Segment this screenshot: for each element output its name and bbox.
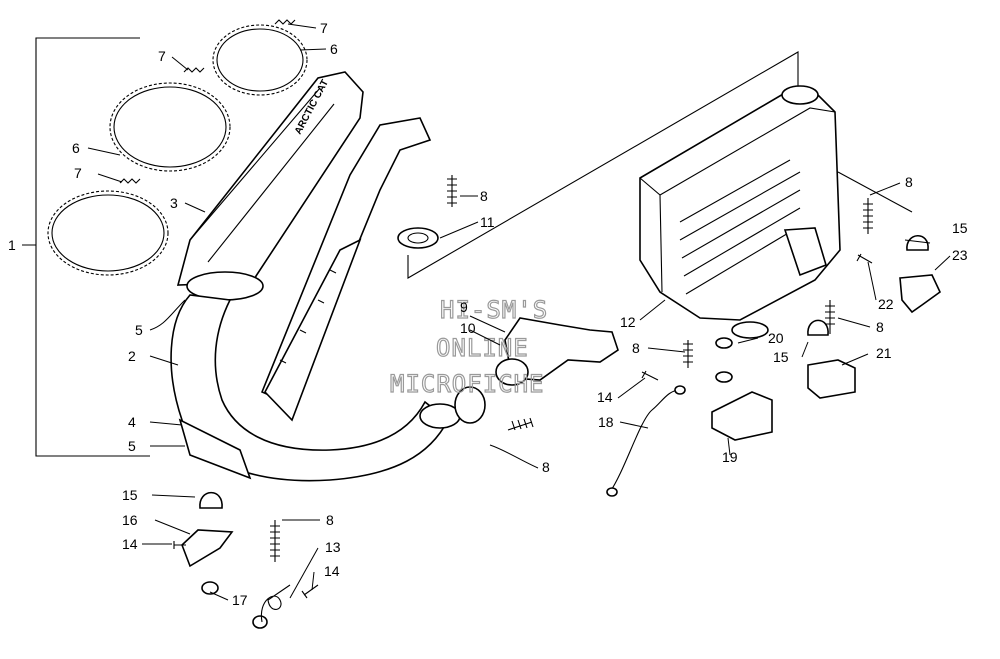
rubber-bumper-right-top xyxy=(906,234,929,251)
exhaust-seal-ring xyxy=(397,227,439,249)
nut-17 xyxy=(201,581,219,595)
callout-5b: 5 xyxy=(128,438,136,454)
callout-14b: 14 xyxy=(324,563,340,579)
spring-8b xyxy=(507,417,534,431)
callout-7c: 7 xyxy=(74,165,82,181)
rubber-bumper-right-mid xyxy=(807,319,829,336)
callout-8c: 8 xyxy=(326,512,334,528)
callout-8a: 8 xyxy=(480,188,488,204)
callout-4: 4 xyxy=(128,414,136,430)
assembly-bracket xyxy=(35,37,150,457)
ground-cable-18 xyxy=(609,389,681,493)
manifold-gasket xyxy=(454,386,486,424)
callout-22: 22 xyxy=(878,296,894,312)
callout-11: 11 xyxy=(480,214,495,230)
spring-middle xyxy=(183,67,205,73)
washer-20b xyxy=(715,371,733,383)
callout-15a: 15 xyxy=(122,487,138,503)
callout-10: 10 xyxy=(460,320,476,336)
spring-lower xyxy=(119,178,141,184)
callout-18: 18 xyxy=(598,414,614,430)
callout-1: 1 xyxy=(8,237,16,253)
bolt-14c xyxy=(641,370,659,381)
silencer-phantom-lines xyxy=(407,51,913,279)
spring-8a xyxy=(447,175,457,207)
callout-9: 9 xyxy=(460,299,468,315)
callout-7b: 7 xyxy=(158,48,166,64)
spring-8f xyxy=(825,300,835,334)
callout-14a: 14 xyxy=(122,536,138,552)
callout-16: 16 xyxy=(122,512,138,528)
callout-17: 17 xyxy=(232,592,248,608)
callout-13: 13 xyxy=(325,539,341,555)
bracket-16 xyxy=(181,529,234,568)
clamp-ring-lower xyxy=(47,190,169,276)
callout-21: 21 xyxy=(876,345,892,361)
callout-8e: 8 xyxy=(905,174,913,190)
callout-6b: 6 xyxy=(72,140,80,156)
washer-20a xyxy=(715,337,733,349)
bolt-14b xyxy=(301,584,319,599)
callout-20: 20 xyxy=(768,330,784,346)
silencer xyxy=(639,85,841,339)
bracket-19 xyxy=(711,391,773,441)
callout-6a: 6 xyxy=(330,41,338,57)
leader-lines xyxy=(22,23,951,601)
spring-8d xyxy=(683,340,693,368)
cable-13 xyxy=(260,584,291,623)
manifold xyxy=(495,317,619,386)
callout-15b: 15 xyxy=(952,220,968,236)
spring-8e xyxy=(863,198,873,234)
callout-8d: 8 xyxy=(632,340,640,356)
rubber-bumper-left xyxy=(199,491,223,509)
callout-8f: 8 xyxy=(876,319,884,335)
clamp-ring-middle xyxy=(109,82,231,172)
callout-7a: 7 xyxy=(320,20,328,36)
nut-17b xyxy=(252,615,268,629)
bolt-22 xyxy=(856,253,873,264)
watermark-line-3: MICROFICHE xyxy=(390,370,545,398)
callout-23: 23 xyxy=(952,247,968,263)
callout-14c: 14 xyxy=(597,389,613,405)
bracket-23 xyxy=(899,274,942,314)
callout-15c: 15 xyxy=(773,349,789,365)
expansion-chamber xyxy=(170,117,461,482)
callout-5a: 5 xyxy=(135,322,143,338)
watermark-line-1: HI-SM'S xyxy=(440,296,548,324)
callout-12: 12 xyxy=(620,314,636,330)
bolt-14a xyxy=(173,541,186,549)
bracket-21 xyxy=(807,359,856,399)
heat-shield xyxy=(178,418,252,480)
spring-top xyxy=(274,19,296,25)
callouts: 1 2 3 4 5 5 6 6 7 7 7 8 8 8 8 8 8 9 10 1… xyxy=(8,20,968,608)
callout-3: 3 xyxy=(170,195,178,211)
watermark-line-2: ONLINE xyxy=(436,334,529,362)
callout-19: 19 xyxy=(722,449,738,465)
callout-2: 2 xyxy=(128,348,136,364)
callout-8b: 8 xyxy=(542,459,550,475)
clamp-ring-top xyxy=(212,24,308,96)
spring-8c xyxy=(270,520,280,562)
